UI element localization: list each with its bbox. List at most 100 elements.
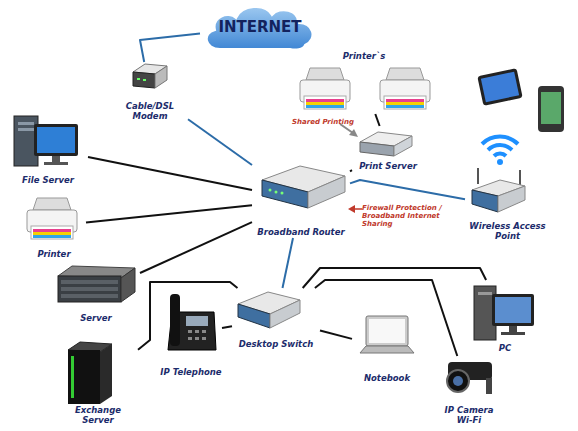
device-node: Broadband Router [252,162,350,238]
laptop-base [360,346,414,353]
router-icon [262,166,345,208]
pc-icon [474,286,534,340]
device-node: PC [470,280,540,354]
network-cable [88,157,252,190]
monitor [492,294,534,326]
label-group: Cable/DSL Modem [112,102,188,122]
network-cable [315,280,457,356]
antenna [477,168,479,184]
paper-stripe [386,102,424,105]
network-cable [320,331,352,339]
paper-stripe [33,229,71,232]
network-cable [303,268,486,288]
device-node: Desktop Switch [232,288,320,350]
paper-stripe [33,235,71,238]
printer-tray [304,96,346,109]
key [202,330,206,333]
network-cable [283,238,294,288]
green-stripe [71,356,74,398]
device-node: Server [52,262,140,324]
network-cable [222,326,232,328]
laptop-screen [369,319,405,343]
network-cable [375,114,379,126]
exchange-server-icon [68,342,112,404]
paper-stripe [386,105,424,108]
key [195,330,199,333]
key [188,330,192,333]
label-group: IP Telephone [160,368,222,378]
ap-front [472,190,498,212]
tablet-icon [477,68,522,106]
firewall-arrow [348,205,362,213]
printer-top [33,198,71,210]
tower-side [100,344,112,404]
phone-screen [541,92,561,124]
ap-side [498,186,525,212]
paper-stripe [306,105,344,108]
device-node: Exchange Server [58,338,138,426]
device-node: Printer [22,192,86,260]
cloud-node: INTERNET [200,2,320,52]
pointer-head [349,129,358,137]
label-group: PC [470,344,540,354]
box-side [394,136,412,156]
cloud-label: INTERNET [200,18,320,36]
drive-bay [478,292,492,295]
printer-top [306,68,344,80]
paper-stripe [306,99,344,102]
device-node: Wireless Access Point [465,172,550,242]
device-label: File Server [8,176,88,186]
drive-bay [18,122,34,125]
device-label: IP Camera Wi-Fi [436,406,502,426]
annotation-note: Shared Printing [292,118,354,126]
switch-side [270,300,300,328]
printer-tray [384,96,426,109]
access-point-icon [472,168,525,212]
switch-icon [238,292,300,328]
wifi-dot [497,159,503,165]
screen [37,127,75,153]
label-group: Server [52,314,140,324]
modem-led [137,78,140,80]
tablet-screen [481,72,519,103]
network-cable [188,119,252,165]
modem-front [133,72,155,88]
device-node: File Server [8,112,88,186]
device-label: Wireless Access Point [465,222,550,242]
annotation-note: Firewall Protection / Broadband Internet… [362,204,460,228]
switch-front [238,304,270,328]
label-group: Desktop Switch [232,340,320,350]
printer-icon [380,68,430,109]
wifi-symbol [482,137,518,165]
phone-icon [538,86,564,132]
label-group: INTERNET [200,18,320,36]
phone-display [186,316,208,326]
label-group: Printer`s [290,52,438,62]
device-node: Notebook [352,312,422,384]
device-label: Broadband Router [252,228,350,238]
wifi-arc [494,154,506,156]
device-node: IP Camera Wi-Fi [436,356,502,426]
router-led [275,191,278,194]
paper-stripe [33,232,71,235]
network-cable [350,180,465,199]
device-label: Notebook [352,374,422,384]
file-server-icon [14,116,78,166]
printer-icon [300,68,350,109]
label-group: Wireless Access Point [465,222,550,242]
network-cable [350,170,352,171]
ip-camera-icon [447,362,492,394]
lens-glass [453,376,463,386]
device-label: Desktop Switch [232,340,320,350]
network-cable [86,205,252,222]
key [188,337,192,340]
wifi-arc [488,145,512,150]
device-label: IP Telephone [160,368,222,378]
label-group: Notebook [352,374,422,384]
label-group: Print Server [352,162,424,172]
router-front [262,180,308,208]
tower-front [68,350,100,404]
camera-mount [486,378,492,394]
server-rack-icon [58,266,135,302]
notebook-icon [360,316,414,353]
